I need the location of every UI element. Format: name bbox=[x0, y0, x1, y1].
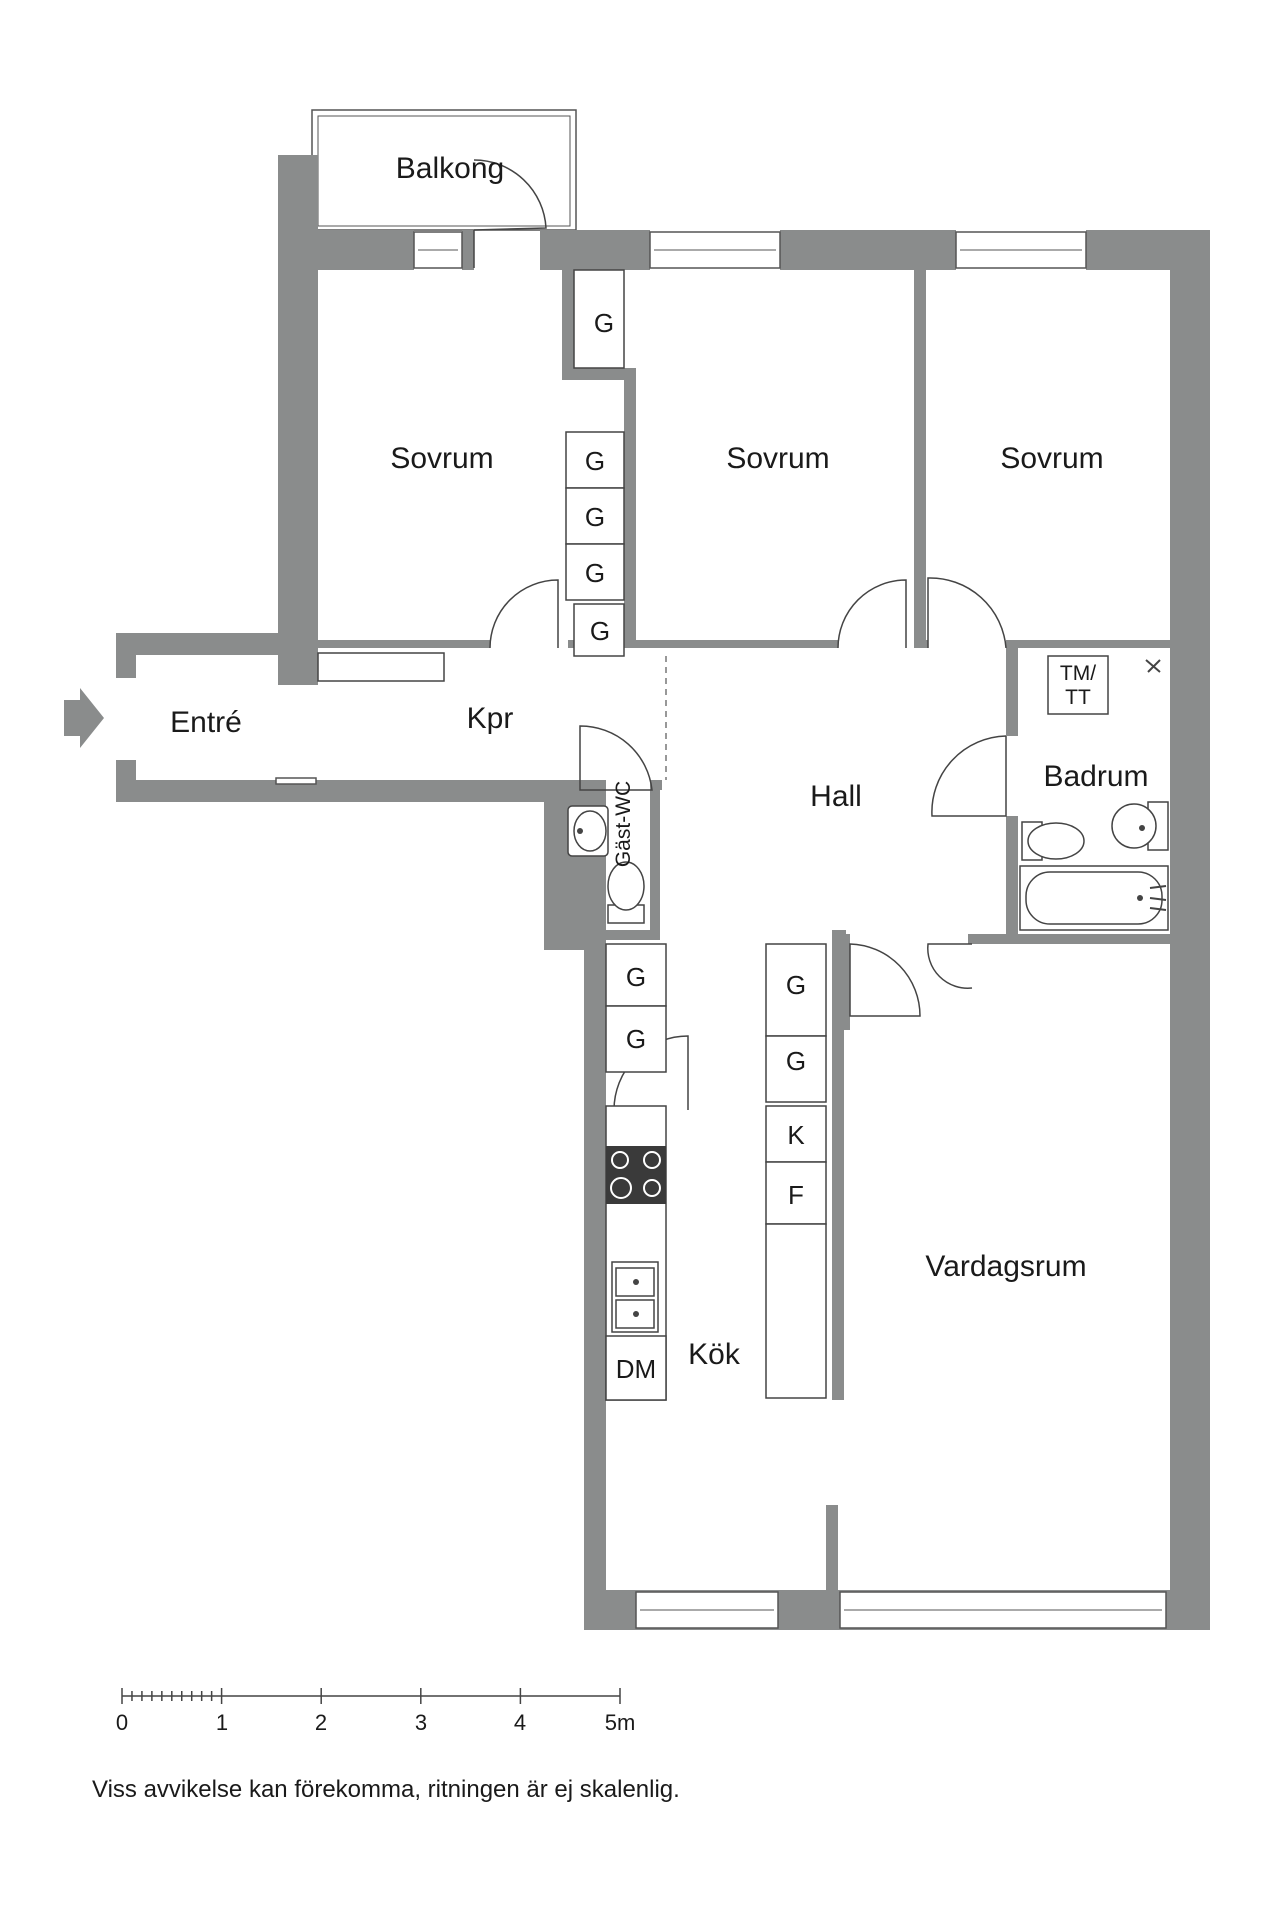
room-label-sovrum-3: Sovrum bbox=[1000, 442, 1103, 475]
doors bbox=[473, 159, 1007, 1111]
labels: Balkong Sovrum Sovrum Sovrum Entré Kpr H… bbox=[170, 152, 1148, 1384]
scale-tick-label: 0 bbox=[116, 1710, 128, 1735]
scale-tick-label: 5m bbox=[605, 1710, 636, 1735]
fridge-label: K bbox=[787, 1120, 805, 1150]
dishwasher-label: DM bbox=[616, 1354, 656, 1384]
closets bbox=[317, 269, 827, 1401]
disclaimer-text: Viss avvikelse kan förekomma, ritningen … bbox=[92, 1776, 680, 1803]
scale-tick-label: 2 bbox=[315, 1710, 327, 1735]
scale-tick-label: 4 bbox=[514, 1710, 526, 1735]
room-label-badrum: Badrum bbox=[1043, 760, 1148, 793]
guest-wc-fixtures bbox=[567, 805, 645, 924]
bathroom-fixtures bbox=[1019, 655, 1169, 931]
kitchen-sink bbox=[611, 1261, 659, 1333]
scale-bar: 0 1 2 3 4 5m bbox=[116, 1688, 635, 1735]
windows bbox=[275, 231, 1167, 1629]
wardrobe-label: G bbox=[585, 558, 605, 588]
room-label-kpr: Kpr bbox=[467, 702, 514, 735]
wardrobe-label: G bbox=[626, 962, 646, 992]
wardrobe-label: G bbox=[786, 970, 806, 1000]
washer-label-line2: TT bbox=[1065, 686, 1091, 709]
room-label-sovrum-2: Sovrum bbox=[726, 442, 829, 475]
scale-tick-label: 1 bbox=[216, 1710, 228, 1735]
room-label-entre: Entré bbox=[170, 706, 242, 739]
wardrobe-label: G bbox=[594, 308, 614, 338]
freezer-label: F bbox=[788, 1180, 804, 1210]
wardrobe-label: G bbox=[585, 446, 605, 476]
wardrobe-label: G bbox=[626, 1024, 646, 1054]
room-label-hall: Hall bbox=[810, 780, 862, 813]
room-label-kok: Kök bbox=[688, 1338, 741, 1371]
room-label-vardagsrum: Vardagsrum bbox=[925, 1250, 1086, 1283]
stove bbox=[606, 1146, 666, 1204]
scale-tick-label: 3 bbox=[415, 1710, 427, 1735]
room-label-sovrum-1: Sovrum bbox=[390, 442, 493, 475]
arrow-right-icon bbox=[64, 688, 104, 748]
washer-label-line1: TM/ bbox=[1060, 662, 1096, 685]
room-label-balkong: Balkong bbox=[396, 152, 504, 185]
balcony bbox=[311, 109, 577, 231]
wardrobe-label: G bbox=[585, 502, 605, 532]
wardrobe-label: G bbox=[786, 1046, 806, 1076]
wardrobe-label: G bbox=[590, 616, 610, 646]
room-label-gast-wc: Gäst-WC bbox=[612, 781, 635, 867]
